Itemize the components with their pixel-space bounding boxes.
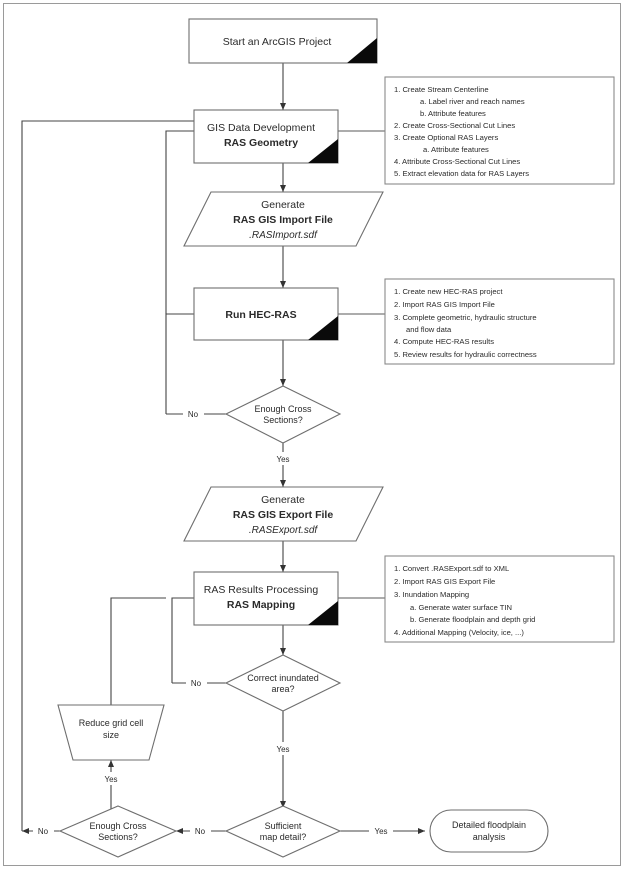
node-ras-gis-export-file[interactable]: Generate RAS GIS Export File .RASExport.… (183, 486, 384, 542)
node-mapping-label-line1: RAS Results Processing (204, 584, 319, 596)
edge-label-reduce-yes: Yes (104, 775, 117, 784)
note-geometry-line-4: 2. Create Cross-Sectional Cut Lines (394, 121, 515, 130)
node-reduce-grid-cell-size[interactable]: Reduce grid cell size (57, 704, 165, 761)
note-mapping-line-3: 3. Inundation Mapping (394, 590, 469, 599)
note-geometry-line-2: a. Label river and reach names (420, 97, 525, 106)
note-runras-line-6: 5. Review results for hydraulic correctn… (394, 350, 537, 359)
note-runras-line-4: and flow data (406, 325, 452, 334)
node-import-label-line2: RAS GIS Import File (233, 214, 333, 226)
note-geometry-line-7: 4. Attribute Cross-Sectional Cut Lines (394, 157, 520, 166)
node-reduce-label-line1: Reduce grid cell (79, 718, 144, 728)
decision-correct-inundated-area[interactable]: Correct inundated area? (224, 654, 342, 712)
node-mapping-label-line2: RAS Mapping (227, 599, 295, 611)
note-mapping-line-1: 1. Convert .RASExport.sdf to XML (394, 564, 509, 573)
note-geometry-line-8: 5. Extract elevation data for RAS Layers (394, 169, 529, 178)
note-runras-line-5: 4. Compute HEC-RAS results (394, 337, 494, 346)
decision-xs2-label-line1: Enough Cross (89, 821, 147, 831)
note-geometry-line-3: b. Attribute features (420, 109, 486, 118)
node-end-label-line1: Detailed floodplain (452, 820, 526, 830)
decision-mapdetail-label-line2: map detail? (260, 832, 307, 842)
decision-enough-cross-sections-upper[interactable]: Enough Cross Sections? (224, 385, 342, 444)
node-start[interactable]: Start an ArcGIS Project (188, 18, 378, 64)
node-detailed-floodplain-analysis[interactable]: Detailed floodplain analysis (429, 809, 549, 853)
note-ras-geometry: 1. Create Stream Centerline a. Label riv… (384, 76, 615, 185)
edge-label-inundation-no: No (191, 679, 202, 688)
note-mapping-line-4: a. Generate water surface TIN (410, 603, 512, 612)
note-geometry-line-5: 3. Create Optional RAS Layers (394, 133, 498, 142)
edge-outer-rail-to-geometry (21, 118, 228, 831)
node-ras-gis-import-file[interactable]: Generate RAS GIS Import File .RASImport.… (183, 191, 384, 247)
note-mapping-line-5: b. Generate floodplain and depth grid (410, 615, 535, 624)
decision-inundation-label-line1: Correct inundated (247, 673, 319, 683)
node-geometry-label-line1: GIS Data Development (207, 122, 315, 134)
edge-reduce-to-mapping-rail (110, 597, 166, 705)
node-export-label-line1: Generate (261, 494, 305, 506)
decision-xs1-label-line1: Enough Cross (254, 404, 312, 414)
note-runras-line-2: 2. Import RAS GIS Import File (394, 300, 495, 309)
edge-label-group: No Yes No Yes Yes No No Yes (33, 407, 393, 837)
edge-label-mapdetail-yes: Yes (374, 827, 387, 836)
node-ras-geometry[interactable]: GIS Data Development RAS Geometry (193, 109, 339, 164)
node-reduce-label-line2: size (103, 730, 119, 740)
edge-label-mapdetail-no: No (195, 827, 206, 836)
node-end-label-line2: analysis (473, 832, 506, 842)
node-import-label-line1: Generate (261, 199, 305, 211)
note-runras-line-3: 3. Complete geometric, hydraulic structu… (394, 313, 537, 322)
decision-enough-cross-sections-lower[interactable]: Enough Cross Sections? (58, 805, 178, 858)
node-ras-mapping[interactable]: RAS Results Processing RAS Mapping (193, 571, 339, 626)
note-ras-mapping: 1. Convert .RASExport.sdf to XML 2. Impo… (384, 555, 615, 643)
note-runras-line-1: 1. Create new HEC-RAS project (394, 287, 503, 296)
decision-mapdetail-label-line1: Sufficient (265, 821, 302, 831)
decision-sufficient-map-detail[interactable]: Sufficient map detail? (224, 805, 342, 858)
edge-label-inundation-yes: Yes (276, 745, 289, 754)
node-import-label-line3: .RASImport.sdf (249, 230, 318, 241)
edge-label-xs2-no: No (38, 827, 49, 836)
edge-label-xs1-no: No (188, 410, 199, 419)
edge-label-xs1-yes: Yes (276, 455, 289, 464)
decision-inundation-label-line2: area? (271, 684, 294, 694)
node-run-hec-ras[interactable]: Run HEC-RAS (193, 287, 339, 341)
node-start-label: Start an ArcGIS Project (223, 36, 332, 48)
node-export-label-line3: .RASExport.sdf (249, 525, 319, 536)
note-geometry-line-6: a. Attribute features (423, 145, 489, 154)
note-mapping-line-6: 4. Additional Mapping (Velocity, ice, ..… (394, 628, 524, 637)
note-geometry-line-1: 1. Create Stream Centerline (394, 85, 489, 94)
page-frame-border (3, 3, 621, 866)
decision-xs2-label-line2: Sections? (98, 832, 138, 842)
node-runras-label: Run HEC-RAS (225, 309, 296, 321)
note-mapping-line-2: 2. Import RAS GIS Export File (394, 577, 495, 586)
node-export-label-line2: RAS GIS Export File (233, 509, 334, 521)
node-geometry-label-line2: RAS Geometry (224, 137, 298, 149)
note-run-hec-ras: 1. Create new HEC-RAS project 2. Import … (384, 278, 615, 365)
decision-xs1-label-line2: Sections? (263, 415, 303, 425)
